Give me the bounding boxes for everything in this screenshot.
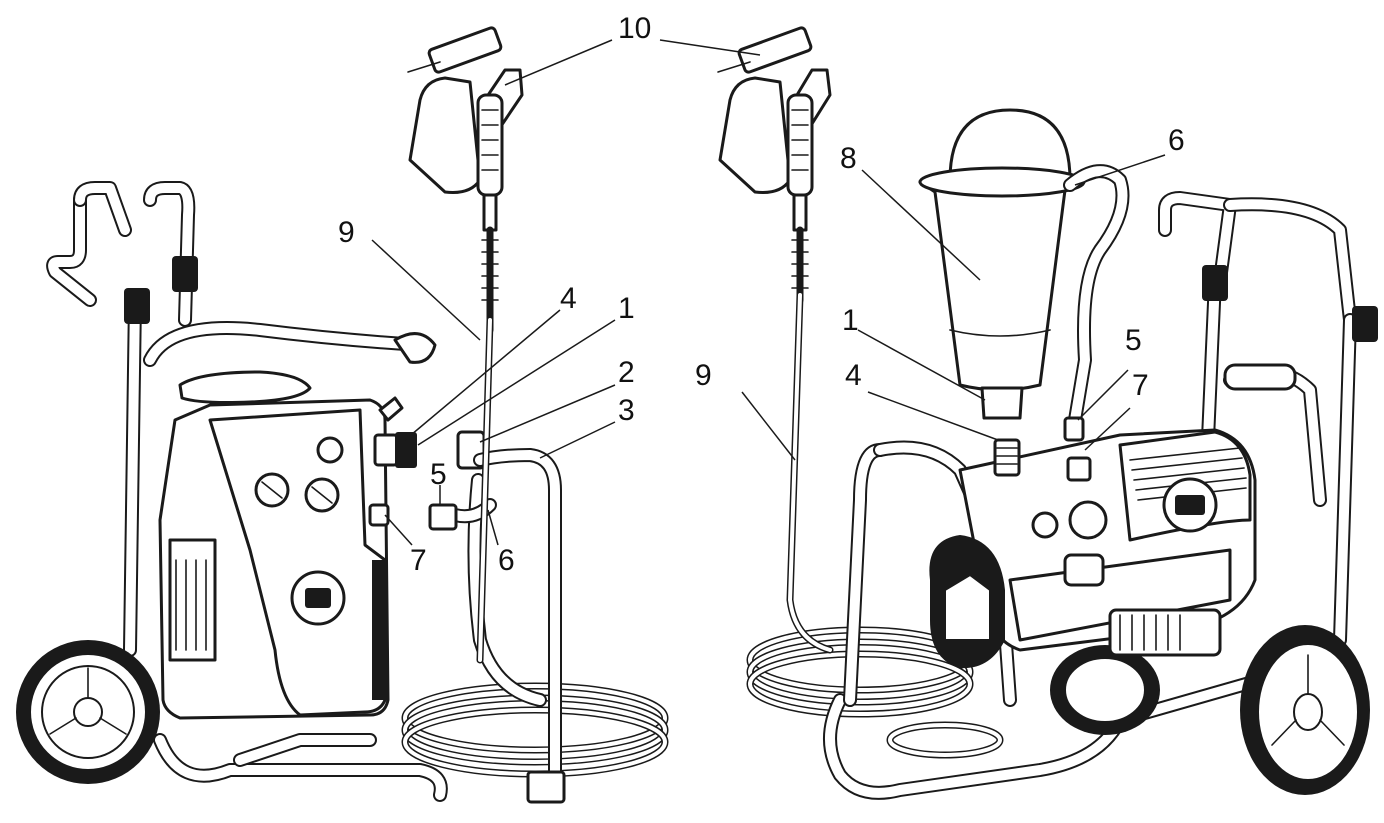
right-pump-housing (929, 428, 1257, 669)
left-wheel (16, 640, 160, 784)
right-sprayer-unit (717, 26, 1378, 800)
right-spray-gun (717, 26, 832, 304)
callout-1-left: 1 (618, 292, 635, 325)
left-fittings (368, 396, 417, 527)
callout-6-left: 6 (498, 544, 515, 577)
right-cart-frame (1158, 191, 1378, 647)
left-base-frame (153, 733, 448, 802)
left-power-knob (290, 570, 346, 626)
left-carry-bar (143, 321, 437, 367)
left-sprayer-unit (16, 26, 669, 804)
callout-3-left: 3 (618, 394, 635, 427)
callout-2-left: 2 (618, 356, 635, 389)
callout-7-right: 7 (1132, 369, 1149, 402)
callout-10: 10 (618, 12, 651, 45)
callout-5-left: 5 (430, 458, 447, 491)
right-return-hose (1063, 164, 1130, 442)
right-control-panel (1031, 500, 1108, 587)
right-top-fittings (993, 438, 1092, 482)
callout-4-right: 4 (845, 359, 862, 392)
left-pump-housing (158, 370, 390, 720)
callout-7-left: 7 (410, 544, 427, 577)
callout-5-right: 5 (1125, 324, 1142, 357)
right-power-knob (1162, 477, 1218, 533)
callout-9-left: 9 (338, 216, 355, 249)
callout-6-right: 6 (1168, 124, 1185, 157)
left-control-panel (254, 436, 344, 513)
callout-leaders (371, 39, 1166, 546)
left-spray-gun (407, 26, 524, 334)
callout-1-right: 1 (842, 304, 859, 337)
callout-9-right: 9 (695, 359, 712, 392)
right-wheel-front (1240, 625, 1370, 795)
right-wheel-back (1050, 645, 1160, 735)
callout-8-right: 8 (840, 142, 857, 175)
left-cart-handle (46, 181, 198, 657)
callout-labels: 10 9 4 1 2 3 5 7 6 8 6 1 5 9 4 7 (338, 12, 1185, 577)
right-hopper (918, 108, 1087, 420)
callout-4-left: 4 (560, 282, 577, 315)
